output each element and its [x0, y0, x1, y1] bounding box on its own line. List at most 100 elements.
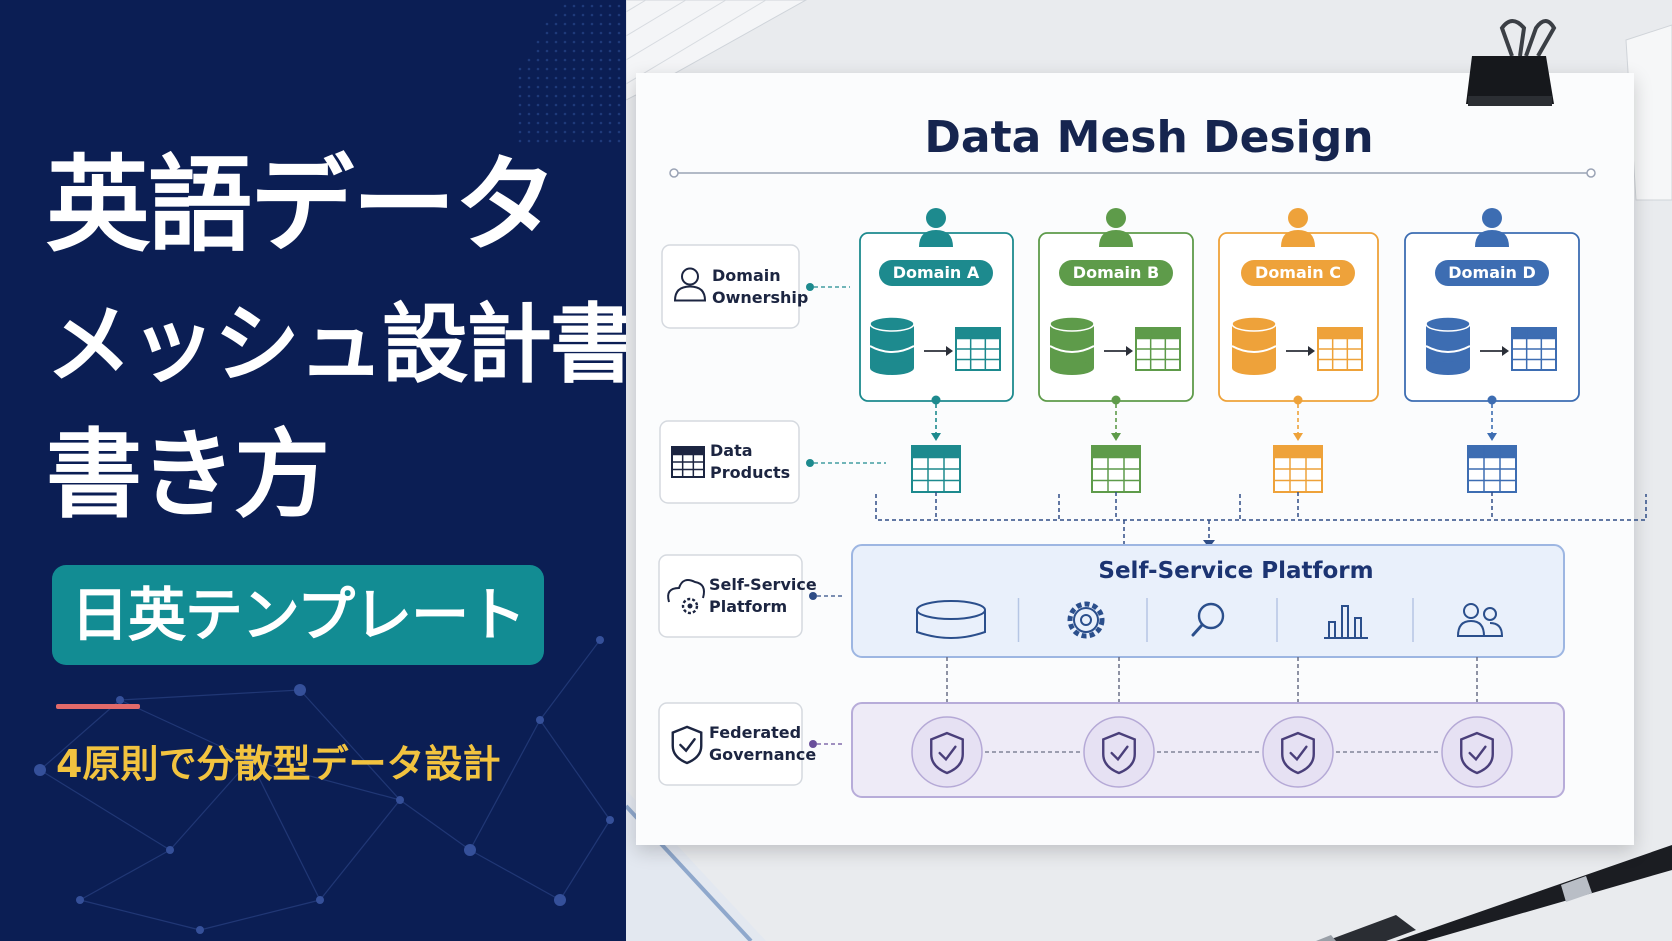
product-to-platform-connectors — [875, 494, 1647, 545]
connector-dot — [1293, 395, 1303, 405]
platform-title: Self-Service Platform — [1098, 558, 1374, 584]
data-product-icon — [911, 445, 961, 493]
network-node — [536, 716, 544, 724]
table-icon — [1511, 327, 1557, 371]
domain-owner-icon — [1281, 208, 1315, 247]
pen — [1316, 845, 1672, 941]
row-label-line: Domain — [712, 265, 781, 285]
network-node — [116, 696, 124, 704]
row-label-line: Platform — [709, 597, 788, 616]
connector-dot — [809, 592, 817, 600]
domain-card — [1404, 208, 1580, 493]
table-icon — [955, 327, 1001, 371]
headline-line-3: 書き方 — [46, 419, 330, 531]
shield-check-icon — [1262, 716, 1334, 788]
domain-owner-icon — [1475, 208, 1509, 247]
table-icon — [671, 446, 705, 478]
headline-line-2-main: メッシュ設計書 — [46, 295, 626, 395]
data-product-icon — [1467, 445, 1517, 493]
network-node — [554, 894, 566, 906]
database-icon — [1425, 316, 1471, 375]
data-mesh-diagram — [658, 19, 1647, 798]
network-node — [396, 796, 404, 804]
platform-to-governance-connectors — [946, 657, 1478, 703]
storage-icon — [916, 600, 986, 639]
title-rule-end-left — [669, 168, 679, 178]
row-label-card — [658, 554, 845, 638]
arrow-right-icon — [924, 346, 953, 356]
table-icon — [1135, 327, 1181, 371]
shield-check-icon — [671, 725, 703, 765]
user-icon — [673, 267, 707, 302]
network-node — [34, 764, 46, 776]
network-node — [596, 636, 604, 644]
data-product-icon — [1273, 445, 1323, 493]
arrow-right-icon — [1286, 346, 1315, 356]
network-node — [294, 684, 306, 696]
search-icon — [1191, 602, 1225, 637]
self-service-platform-box — [851, 544, 1565, 658]
domain-pill — [1435, 260, 1549, 286]
right-panel: Data Mesh Design — [626, 0, 1672, 941]
title-rule-end-right — [1586, 168, 1596, 178]
row-label-card — [658, 702, 845, 786]
network-background — [34, 4, 621, 934]
database-icon — [869, 316, 915, 375]
connector-dot — [806, 459, 814, 467]
row-label-line: Self-Service — [709, 575, 817, 594]
row-label-line: Products — [710, 463, 791, 482]
bar-chart-icon — [1324, 605, 1368, 639]
network-node — [166, 846, 174, 854]
domain-pill — [1241, 260, 1355, 286]
shield-check-icon — [1083, 716, 1155, 788]
database-icon — [1049, 316, 1095, 375]
row-label-card — [661, 244, 850, 329]
users-icon — [1456, 603, 1504, 637]
connector-dot — [1111, 395, 1121, 405]
domain-pill — [1059, 260, 1173, 286]
row-label-line: Data — [710, 441, 753, 460]
domain-owner-icon — [1099, 208, 1133, 247]
dot-texture — [518, 4, 621, 143]
domain-name: Domain D — [1448, 263, 1536, 282]
network-lines — [39, 639, 611, 931]
accent-divider — [56, 704, 140, 709]
row-label-line: Governance — [709, 745, 817, 764]
domain-card — [1218, 208, 1379, 493]
row-label-line: Federated — [709, 723, 802, 742]
federated-governance-box — [851, 702, 1565, 798]
domain-owner-icon — [919, 208, 953, 247]
product-bus-connectors — [935, 492, 1493, 520]
left-panel: 英語データ メッシュ設計書の 書き方 日英テンプレート 4原則で分散型データ設計 — [0, 0, 626, 941]
cloud-gear-icon — [667, 579, 705, 615]
connector-dot — [1487, 395, 1497, 405]
domain-card — [859, 208, 1014, 493]
arrow-right-icon — [1104, 346, 1133, 356]
diagram-title: Data Mesh Design — [924, 112, 1374, 163]
binder-clip-icon — [1466, 19, 1557, 106]
network-node — [464, 844, 476, 856]
domain-card — [1038, 208, 1194, 493]
domain-name: Domain C — [1255, 263, 1341, 282]
shield-check-icon — [911, 716, 983, 788]
gear-icon — [1067, 601, 1105, 639]
arrow-right-icon — [1480, 346, 1509, 356]
connector-dot — [809, 740, 817, 748]
network-node — [244, 754, 256, 766]
row-label-card — [659, 420, 886, 504]
network-node — [196, 926, 204, 934]
domain-pill — [879, 260, 993, 286]
connector-dot — [806, 283, 814, 291]
network-node — [76, 896, 84, 904]
table-icon — [1317, 327, 1363, 371]
headline-line-2: メッシュ設計書の — [46, 290, 626, 413]
database-icon — [1231, 316, 1277, 375]
shield-check-icon — [1441, 716, 1513, 788]
network-node — [606, 816, 614, 824]
template-badge: 日英テンプレート — [52, 565, 544, 665]
tagline: 4原則で分散型データ設計 — [56, 742, 501, 786]
